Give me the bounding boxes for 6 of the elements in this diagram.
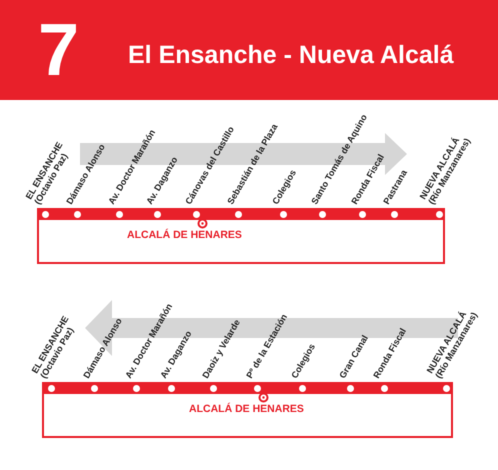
city-label: ALCALÁ DE HENARES [189,403,304,415]
route-box [37,208,445,264]
route-number: 7 [38,8,80,92]
route-box [42,382,453,438]
route-title: El Ensanche - Nueva Alcalá [128,40,454,70]
city-label: ALCALÁ DE HENARES [127,229,242,241]
